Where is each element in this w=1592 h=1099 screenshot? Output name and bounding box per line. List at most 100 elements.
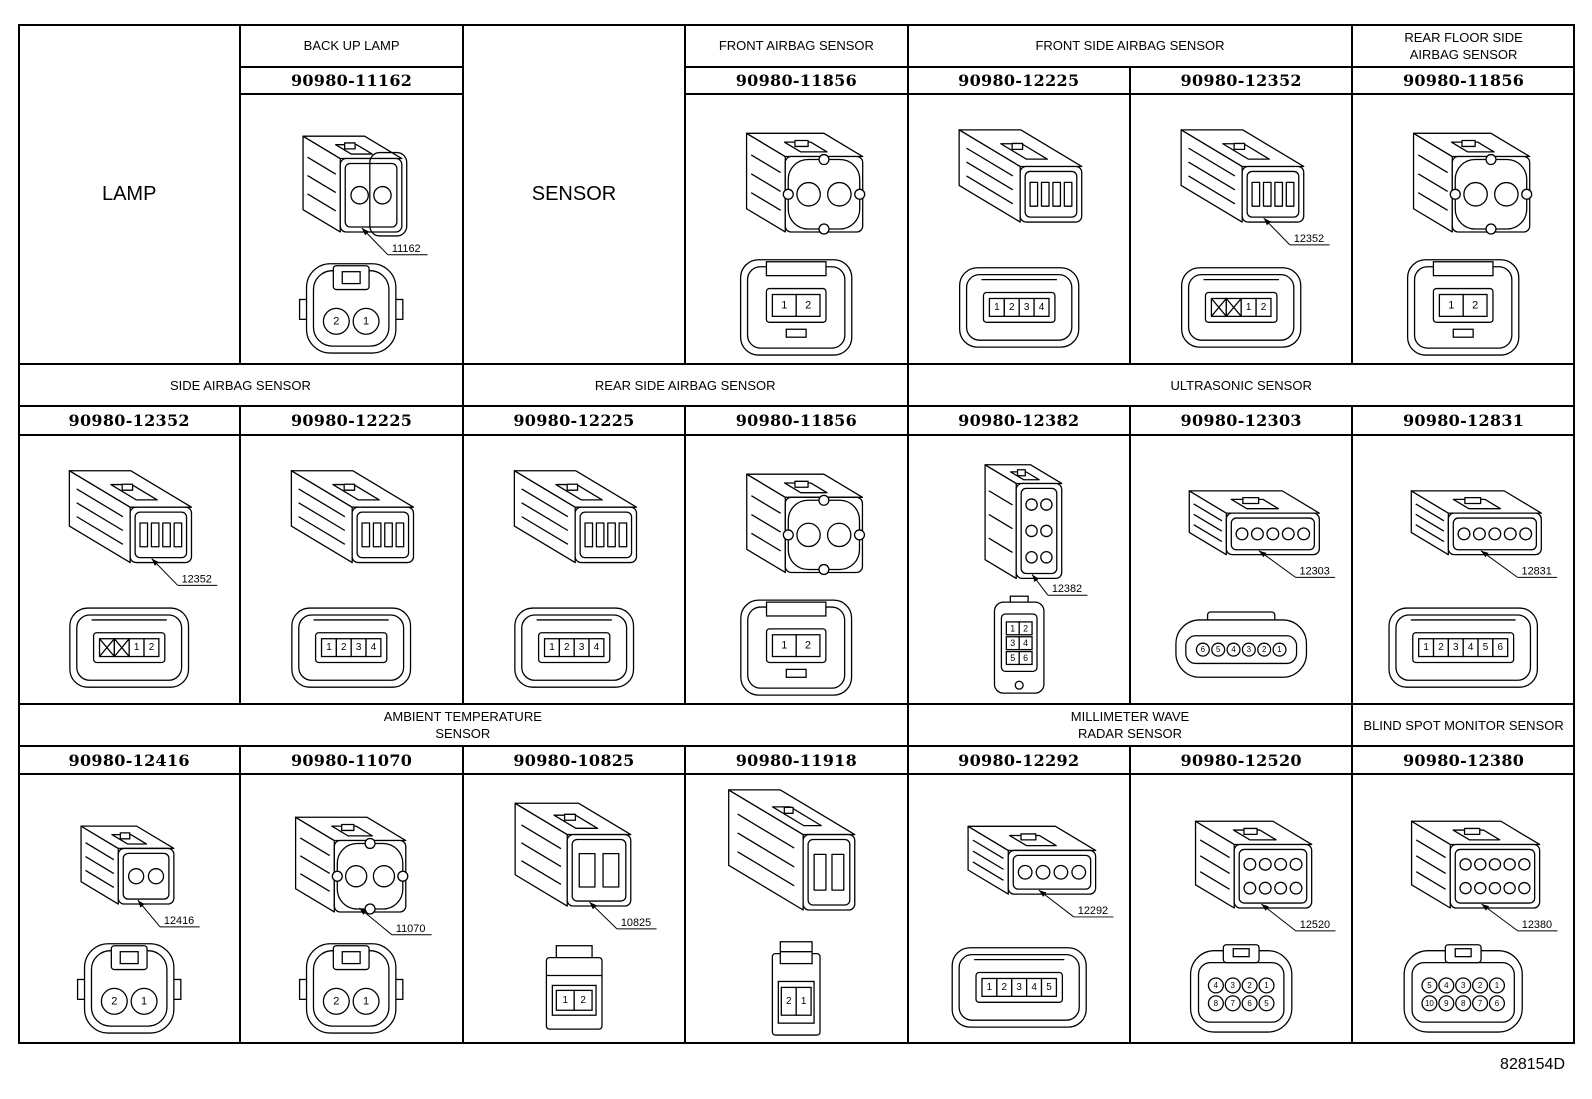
lock-tab-window — [1011, 142, 1023, 151]
body-rib — [85, 856, 115, 875]
callout-arrowhead — [1481, 904, 1490, 911]
terminal-cavity — [1274, 881, 1288, 895]
pin-cavity — [1226, 642, 1241, 657]
lock-tab-window — [344, 142, 357, 150]
connector-body-view — [728, 789, 856, 911]
mating-face-inner — [1238, 848, 1308, 904]
pin-cavity — [1489, 995, 1506, 1012]
callout-arrowhead — [151, 558, 159, 566]
body-rib — [76, 488, 124, 518]
terminal-cavity — [1262, 181, 1272, 207]
pin-number: 7 — [1478, 999, 1483, 1008]
diagram-code: 828154D — [1500, 1056, 1565, 1073]
mating-face-inner — [122, 852, 170, 900]
connector-body-view — [1188, 490, 1320, 556]
callout-label: 12382 — [1051, 583, 1081, 595]
lock-tab-window — [1464, 496, 1482, 505]
lock-tab-window — [1464, 827, 1481, 836]
body-rib — [1199, 855, 1230, 875]
connector-body-view — [958, 129, 1082, 223]
terminal-cavity — [1039, 498, 1053, 511]
callout-arrowhead — [1031, 574, 1039, 583]
terminal-cavity — [1459, 858, 1473, 871]
body-rib — [965, 175, 1013, 205]
terminal-cavity — [1235, 527, 1249, 541]
terminal-cavity — [1489, 881, 1502, 895]
pin-number: 3 — [1453, 642, 1459, 653]
lock-tab-window — [783, 806, 794, 814]
lock-latch-window — [1232, 948, 1250, 958]
terminal-cavity — [831, 853, 845, 891]
part-number-cell: 90980-12225 — [240, 406, 463, 435]
pin-cavity — [1207, 995, 1224, 1012]
body-rib — [751, 495, 782, 514]
face-inner — [1185, 635, 1298, 665]
terminal-cavity — [796, 522, 822, 548]
callout: 12520 — [1261, 903, 1336, 932]
callout: 12292 — [1038, 889, 1114, 918]
body-rib — [1188, 161, 1236, 191]
terminal-cavity — [1463, 181, 1489, 207]
callout-label: 12352 — [182, 573, 212, 585]
connector-body-view — [1411, 490, 1543, 556]
terminal-cavity — [1039, 524, 1053, 538]
part-number-cell: 90980-11856 — [685, 67, 908, 94]
terminal-cavity — [602, 852, 620, 888]
body-rib — [751, 173, 782, 193]
group-header-line: AIRBAG SENSOR — [1409, 46, 1518, 62]
part-number: 90980-12225 — [958, 71, 1080, 90]
connector-body-view — [514, 802, 632, 907]
body-rib — [1199, 839, 1230, 859]
pin-cavity — [795, 293, 821, 317]
part-number-cell: 90980-12292 — [907, 746, 1130, 774]
group-header-line: BACK UP LAMP — [303, 38, 400, 53]
pin-number: 2 — [1439, 642, 1445, 653]
callout-arrowhead — [1258, 550, 1267, 558]
body-rib — [751, 513, 782, 533]
terminal-cavity — [1297, 527, 1311, 541]
callout: 11070 — [359, 907, 432, 936]
part-number: 90980-10825 — [513, 750, 635, 770]
body-rib — [76, 516, 124, 545]
body-rib — [972, 839, 1004, 860]
part-number: 90980-11856 — [735, 411, 858, 430]
body-rib — [307, 193, 337, 212]
lock-latch — [1433, 261, 1495, 277]
pin-cavity — [1211, 642, 1226, 657]
pin-cavity — [1421, 995, 1438, 1012]
pin-number: 6 — [1201, 645, 1206, 654]
lock-tab-window — [566, 483, 579, 491]
pin-number: 1 — [801, 996, 807, 1007]
pin-number: 3 — [579, 642, 585, 653]
pin-number: 2 — [564, 642, 570, 653]
group-header-line: SIDE AIRBAG SENSOR — [169, 377, 311, 393]
connector-body-view — [746, 132, 866, 235]
group-header: REAR SIDE AIRBAG SENSOR — [462, 364, 908, 406]
part-number: 90980-11856 — [735, 71, 858, 90]
terminal-cavity — [147, 868, 165, 885]
pin-cavity — [323, 987, 351, 1015]
lock-tab-window — [1016, 469, 1026, 477]
terminal-cavity — [1474, 881, 1487, 895]
part-number-cell: 90980-11162 — [240, 67, 463, 94]
flange-notch — [818, 494, 830, 506]
terminal-cavity — [1040, 181, 1050, 207]
pin-number: 5 — [1483, 642, 1489, 653]
pin-number: 2 — [1023, 623, 1028, 633]
callout: 12303 — [1258, 550, 1336, 578]
terminal-cavity — [395, 522, 405, 548]
category-label: LAMP — [101, 182, 157, 205]
